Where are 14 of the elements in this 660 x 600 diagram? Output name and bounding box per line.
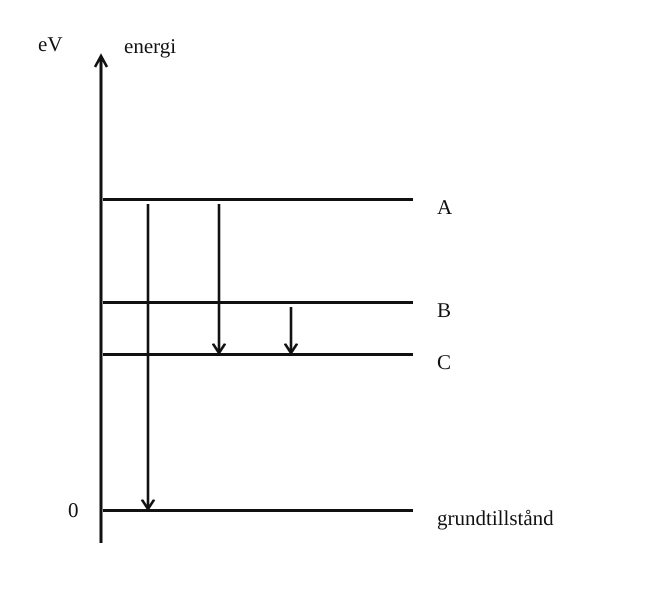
transition-arrow: [284, 307, 298, 354]
level-label: grundtillstånd: [437, 506, 554, 530]
tick-label: 0: [68, 498, 78, 522]
energy-level-line: [103, 509, 413, 512]
transition-arrow: [140, 204, 156, 510]
energy-level-line: [103, 198, 413, 201]
energy-level-line: [103, 353, 413, 356]
transition-arrow: [212, 204, 226, 354]
level-label: A: [437, 195, 452, 219]
level-label: B: [437, 298, 452, 322]
level-label: C: [437, 350, 452, 374]
axis-label: energi: [124, 34, 176, 58]
unit-label: eV: [38, 32, 62, 56]
energy-level-line: [103, 301, 413, 304]
